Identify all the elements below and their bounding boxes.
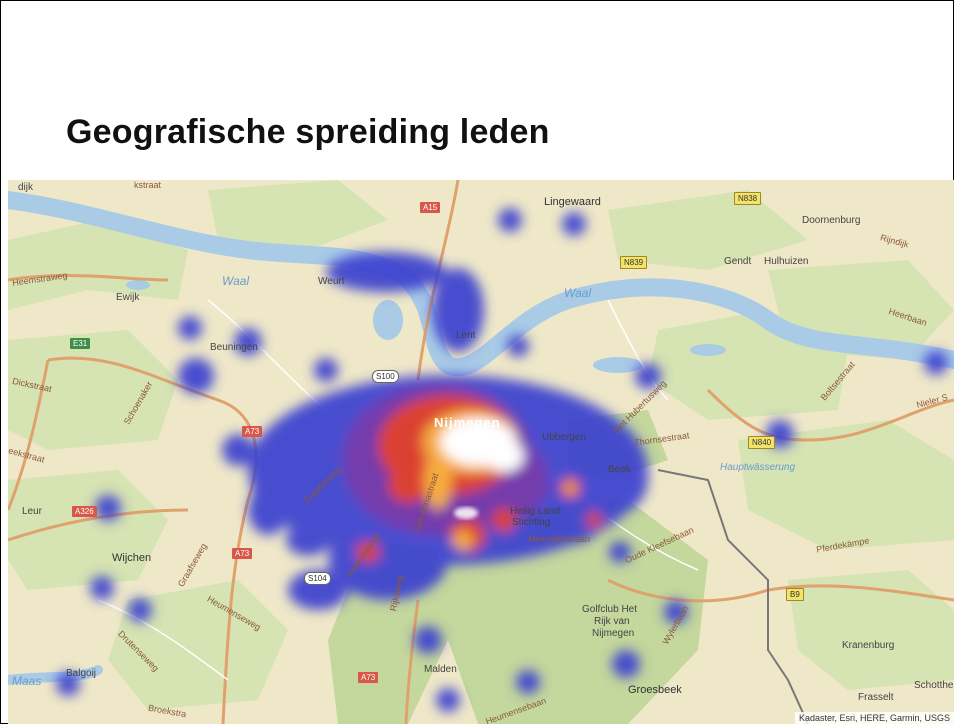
shield-s100: S100 (372, 370, 399, 383)
label-hulhuizen: Hulhuizen (764, 256, 809, 267)
label-lent: Lent (456, 330, 476, 341)
water-bodies (126, 280, 726, 373)
label-dijk: dijk (18, 182, 34, 193)
label-kranenburg: Kranenburg (842, 640, 895, 651)
label-waal-east: Waal (564, 286, 592, 300)
label-golfclub-1: Golfclub Het (582, 604, 638, 615)
label-frasselt: Frasselt (858, 692, 894, 703)
label-hauptwasserung: Hauptwässerung (720, 462, 796, 473)
label-balgoij: Balgoij (66, 668, 97, 679)
label-beuningen: Beuningen (210, 342, 258, 353)
shield-e31: E31 (70, 338, 91, 349)
map-basemap (8, 180, 954, 724)
label-beek: Beek (608, 464, 631, 475)
label-kerkstraat-2: kstraat (134, 180, 162, 190)
label-schottheide: Schotthe (914, 680, 954, 691)
shield-a73-south: A73 (358, 672, 379, 683)
river-waal (8, 191, 954, 377)
shield-b9: B9 (786, 588, 804, 601)
label-lingewaard: Lingewaard (544, 196, 601, 208)
shield-s104: S104 (304, 572, 331, 585)
label-golfclub-3: Nijmegen (592, 628, 635, 639)
national-border (657, 469, 809, 724)
label-wijchen: Wijchen (112, 552, 152, 564)
label-leur: Leur (22, 506, 43, 517)
label-nijmegen: Nijmegen (434, 415, 501, 430)
shield-a15: A15 (420, 202, 441, 213)
shield-a326: A326 (72, 506, 97, 517)
shield-n839: N839 (620, 256, 648, 269)
shield-a73-mid: A73 (232, 548, 253, 559)
label-weurt: Weurt (318, 276, 345, 287)
slide-title: Geografische spreiding leden (66, 113, 550, 151)
label-stichting: Stichting (512, 517, 551, 528)
heatmap-hole (454, 507, 478, 519)
shield-n838: N838 (734, 192, 762, 205)
label-meerwijkselaan: Meerwijkselaan (528, 534, 591, 544)
label-malden: Malden (424, 664, 457, 675)
label-doornenburg: Doornenburg (802, 215, 861, 226)
map-attribution: Kadaster, Esri, HERE, Garmin, USGS (794, 712, 954, 724)
label-ewijk: Ewijk (116, 292, 140, 303)
label-gendt: Gendt (724, 256, 752, 267)
map-view[interactable]: Nijmegen Lingewaard Doornenburg Gendt Hu… (8, 180, 954, 724)
label-ubbergen: Ubbergen (542, 432, 586, 443)
heatmap-layer (56, 208, 948, 712)
label-waal-west: Waal (222, 274, 250, 288)
shield-a73-north: A73 (242, 426, 263, 437)
label-groesbeek: Groesbeek (628, 684, 682, 696)
label-maas: Maas (12, 674, 42, 688)
label-heilig-land: Heilig Land (510, 506, 561, 517)
label-golfclub-2: Rijk van (594, 616, 630, 627)
shield-n840: N840 (748, 436, 776, 449)
